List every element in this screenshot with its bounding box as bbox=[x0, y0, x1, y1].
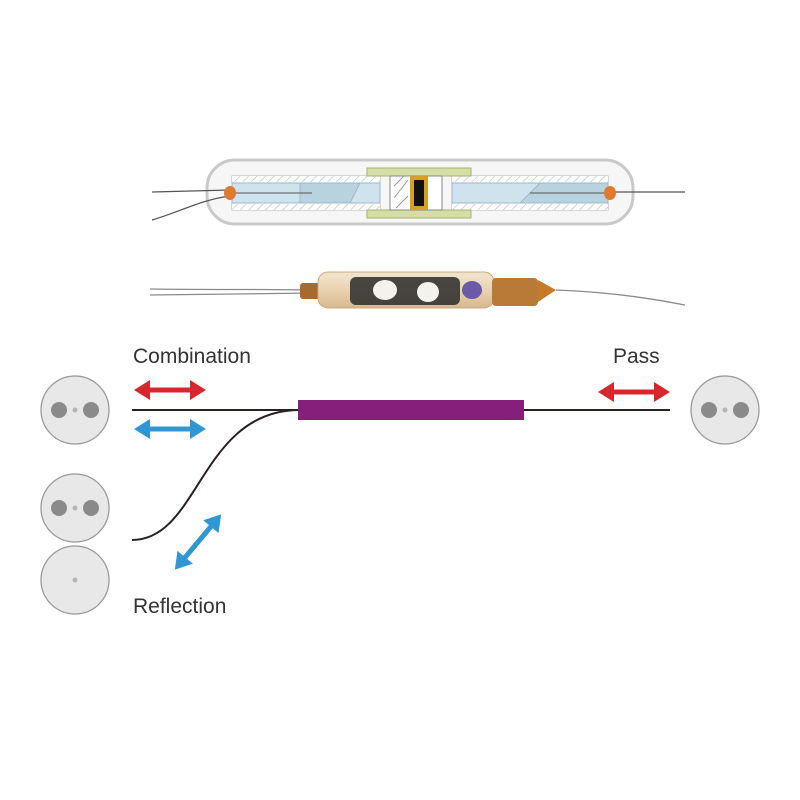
right-ferrule bbox=[451, 175, 609, 211]
guide-sleeve-top bbox=[366, 167, 472, 177]
combination-red-arrow bbox=[134, 380, 206, 400]
left-fiber-lead-1 bbox=[151, 189, 231, 193]
reflection-blue-arrow bbox=[174, 514, 222, 570]
pass-red-arrow bbox=[598, 382, 670, 402]
device-photo bbox=[149, 271, 686, 309]
label-reflection: Reflection bbox=[133, 595, 227, 618]
filter-body bbox=[298, 400, 524, 420]
combination-blue-arrow bbox=[134, 419, 206, 439]
guide-sleeve-bottom bbox=[366, 209, 472, 219]
filter-chip-core bbox=[414, 180, 424, 206]
left-ferrule bbox=[231, 175, 381, 211]
port-reflection-single bbox=[40, 545, 110, 615]
label-combination: Combination bbox=[133, 345, 251, 368]
port-pass bbox=[690, 375, 760, 445]
left-orange-tip bbox=[224, 186, 236, 200]
left-fiber-lead-2 bbox=[151, 195, 231, 221]
right-orange-tip bbox=[604, 186, 616, 200]
label-pass: Pass bbox=[613, 345, 660, 368]
port-common bbox=[40, 375, 110, 445]
reflection-fiber bbox=[131, 409, 301, 541]
port-reflection-dual bbox=[40, 473, 110, 543]
